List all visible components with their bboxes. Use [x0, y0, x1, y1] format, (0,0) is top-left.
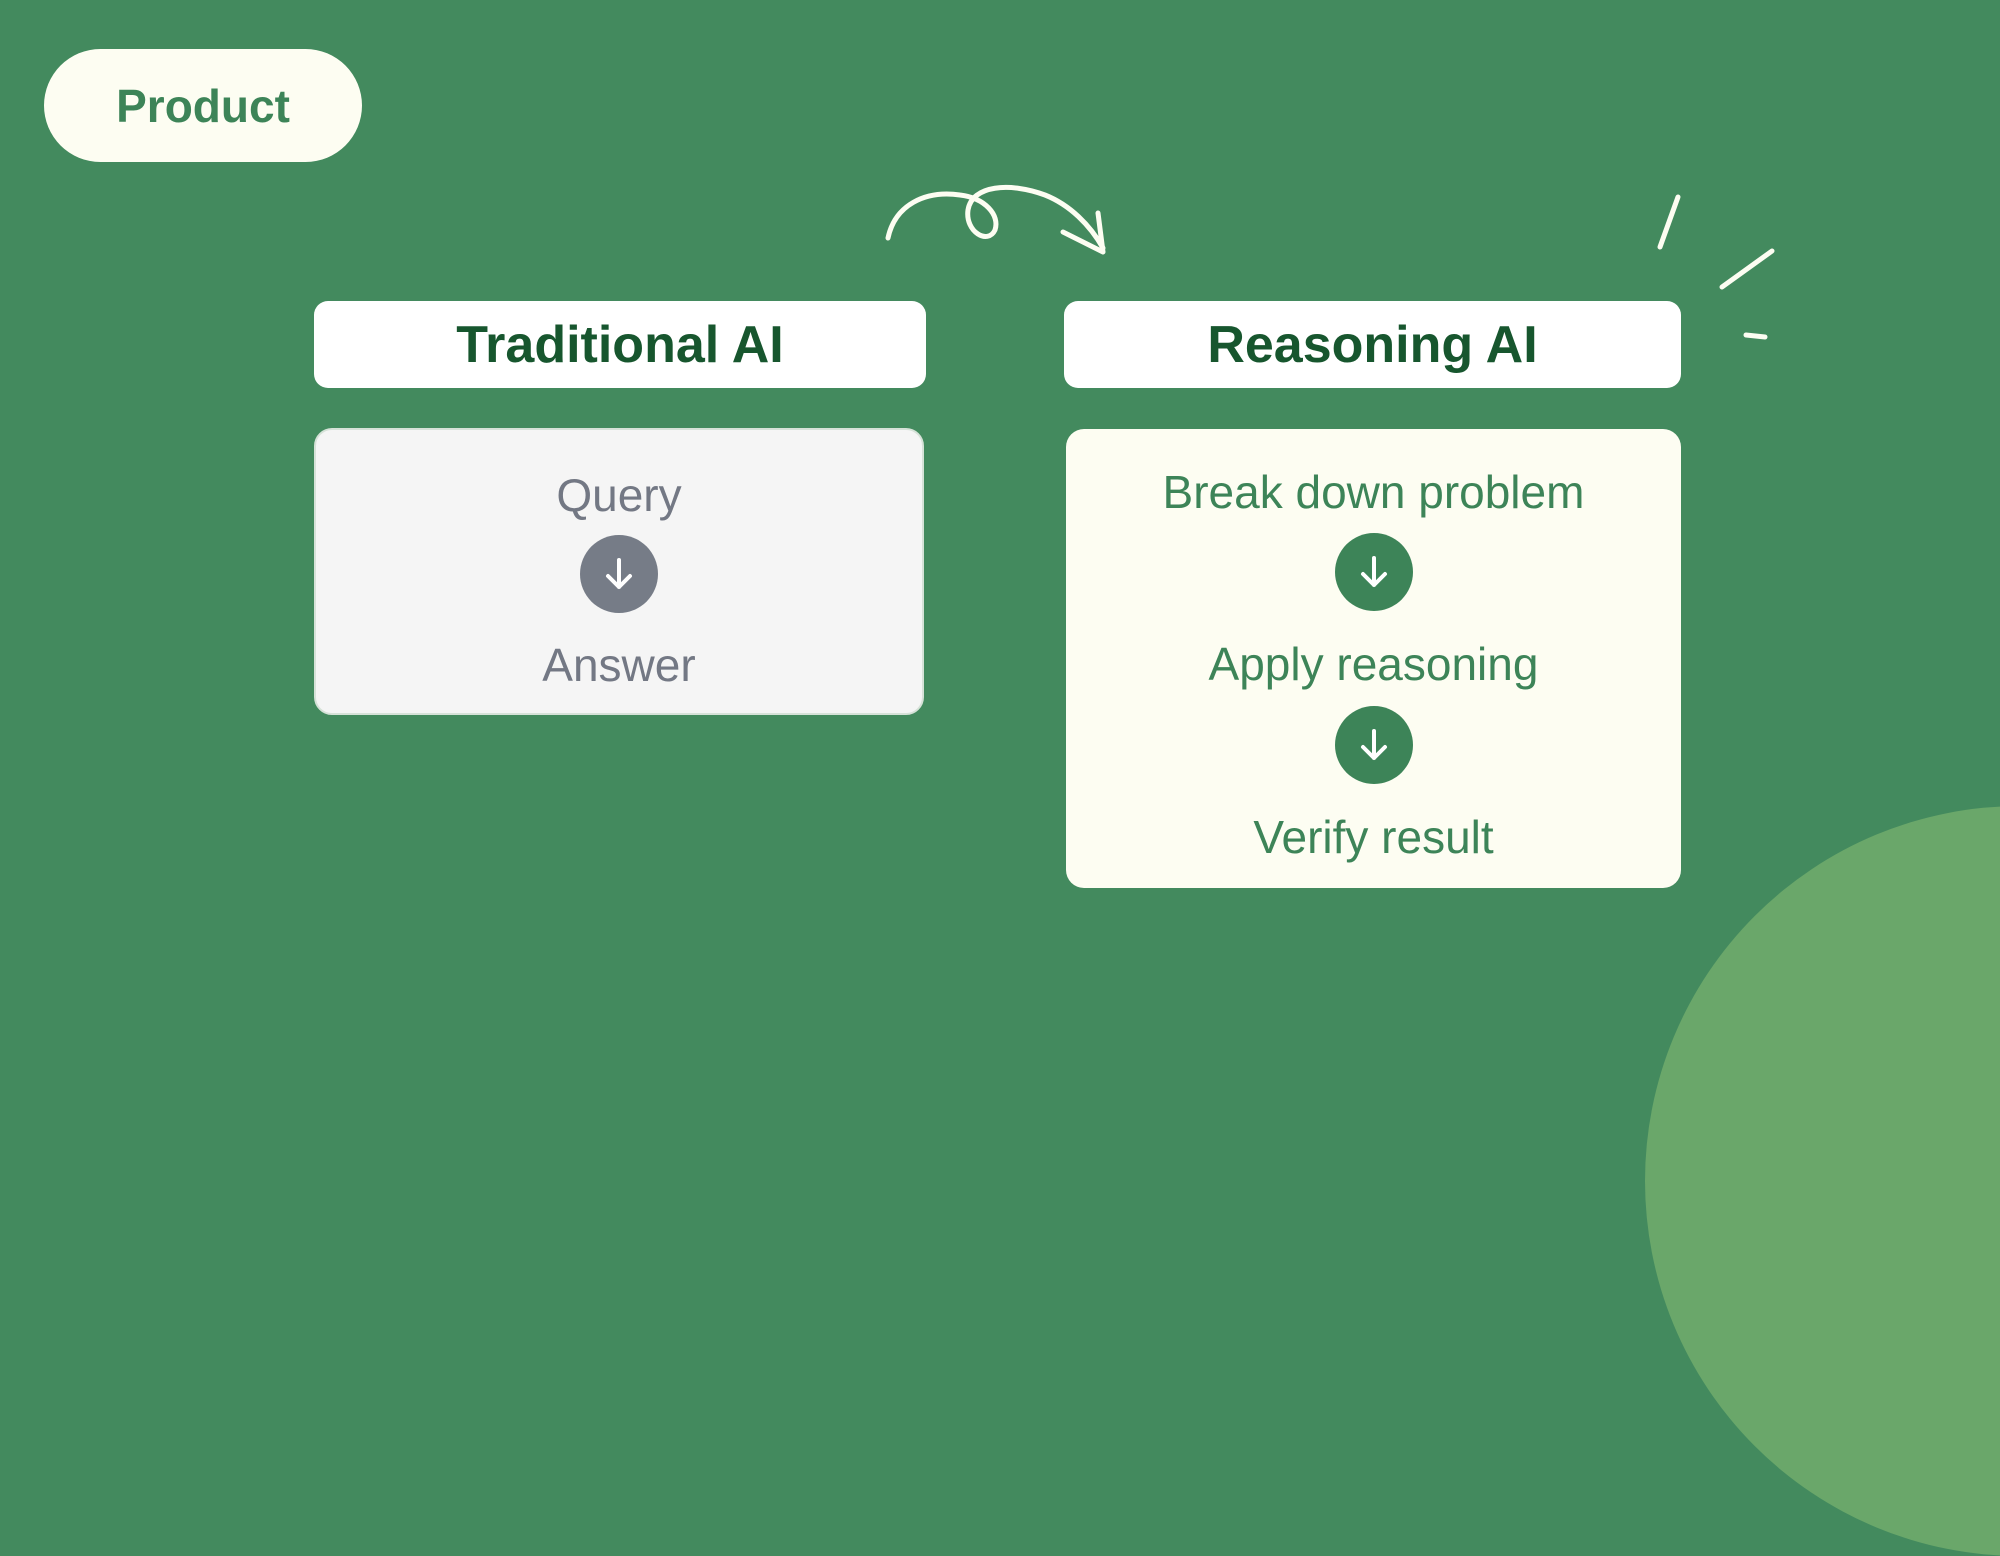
- arrow-down-circle-icon: [1334, 706, 1413, 784]
- reasoning-ai-flow: Break down problem Apply reasoning Verif…: [1066, 429, 1681, 888]
- traditional-ai-flow: Query Answer: [314, 428, 924, 715]
- reasoning-ai-header: Reasoning AI: [1064, 301, 1681, 388]
- traditional-ai-header: Traditional AI: [314, 301, 926, 388]
- traditional-ai-title: Traditional AI: [456, 315, 784, 374]
- sparkle-lines-icon: [1657, 194, 1775, 340]
- step-break-down-problem: Break down problem: [1162, 466, 1585, 518]
- step-query: Query: [556, 469, 682, 521]
- product-badge-label: Product: [116, 79, 290, 132]
- product-badge: Product: [44, 49, 362, 162]
- step-verify-result: Verify result: [1253, 811, 1494, 863]
- arrow-down-circle-icon: [1334, 533, 1413, 611]
- curly-arrow-icon: [885, 184, 1106, 255]
- step-answer: Answer: [542, 639, 696, 691]
- step-apply-reasoning: Apply reasoning: [1208, 638, 1539, 690]
- decorations: [885, 184, 1775, 340]
- reasoning-ai-title: Reasoning AI: [1207, 315, 1538, 374]
- arrow-down-circle-icon: [580, 535, 658, 613]
